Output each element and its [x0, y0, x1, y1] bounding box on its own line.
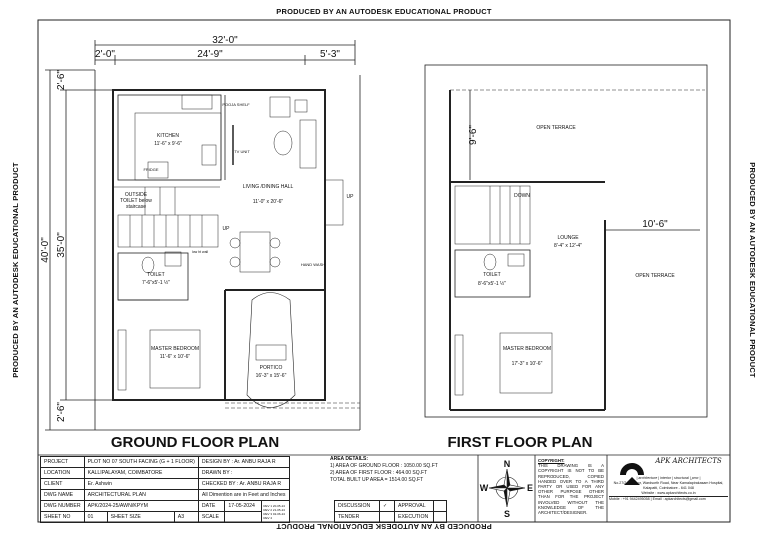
compass-icon	[488, 468, 526, 508]
first-floor-title: FIRST FLOOR PLAN	[448, 434, 593, 451]
label-entry-up: UP	[347, 194, 355, 200]
firm-address: No.27/2, 1st floor, Wardsorth Road, Near…	[613, 481, 724, 490]
location-label: LOCATION	[40, 467, 85, 479]
room-bedroom-ff-size: 17'-3" x 10'-6"	[512, 361, 543, 367]
area-total: TOTAL BUILT UP AREA = 1514.00 SQ.FT	[330, 477, 424, 483]
dim-terrace-depth: 9'-6"	[468, 125, 479, 145]
watermark-top: PRODUCED BY AN AUTODESK EDUCATIONAL PROD…	[276, 7, 492, 16]
room-bedroom-ff-name: MASTER BEDROOM	[503, 346, 551, 352]
copyright-block: COPYRIGHT: THIS DRAWING IS A COPYRIGHT I…	[538, 458, 604, 515]
dim-bottom-setback: 2'-6"	[56, 402, 67, 422]
dim-left: 2'-0"	[95, 49, 115, 60]
room-toilet-name: TOILET	[147, 272, 164, 278]
room-portico-size: 16'-3" x 15'-6"	[256, 373, 287, 379]
room-toilet-ff-name: TOILET	[483, 272, 500, 278]
copyright-title: COPYRIGHT:	[538, 458, 565, 463]
area-title: AREA DETAILS:	[330, 456, 369, 462]
dwg-number-label: DWG NUMBER	[40, 500, 85, 512]
discussion-check-icon: ✓	[379, 500, 395, 512]
room-open-terrace-top: OPEN TERRACE	[536, 125, 576, 131]
title-block-table: PROJECT PLOT NO 07 SOUTH FACING (G + 1 F…	[40, 456, 290, 523]
room-open-terrace-right: OPEN TERRACE	[635, 273, 675, 279]
sheet-size-label: SHEET SIZE	[106, 511, 175, 523]
checked-by: CHECKED BY : Ar. ANBU RAJA R	[197, 478, 290, 490]
dim-terrace-width: 10'-6"	[642, 219, 668, 230]
firm-mobile: Mobile : +91 9442495058	[609, 497, 650, 501]
drawn-by: DRAWN BY :	[197, 467, 290, 479]
approval: APPROVAL	[394, 500, 434, 512]
scale-value	[224, 511, 263, 523]
date-value: 17-05-2024	[224, 500, 263, 512]
sheet-no-label: SHEET NO	[40, 511, 85, 523]
discussion: DISCUSSION	[334, 500, 380, 512]
sheet-size-value: A3	[173, 511, 199, 523]
watermark-right: PRODUCED BY AN AUTODESK EDUCATIONAL PROD…	[748, 162, 757, 378]
dwg-number-value: APK/2024-25/AWN/KPYM	[83, 500, 199, 512]
copyright-text: THIS DRAWING IS A COPYRIGHT IS NOT TO BE…	[538, 463, 604, 516]
label-pooja: POOJA SHELF	[222, 102, 250, 107]
dim-middle: 24'-9"	[197, 49, 223, 60]
tender: TENDER	[334, 511, 380, 523]
firm-logo: APK ARCHITECTS	[655, 457, 722, 465]
room-kitchen-name: KITCHEN	[157, 133, 179, 139]
room-living-name: LIVING /DINING HALL	[243, 184, 294, 190]
room-lounge-size: 8'-4" x 12'-4"	[554, 243, 582, 249]
label-outside-toilet: OUTSIDE TOILET below staircase	[120, 192, 152, 210]
dwg-name-value: ARCHITECTURAL PLAN	[83, 489, 199, 501]
room-portico-name: PORTICO	[260, 365, 283, 371]
watermark-bottom: PRODUCED BY AN AUTODESK EDUCATIONAL PROD…	[276, 522, 492, 531]
room-kitchen-size: 11'-6" x 9'-6"	[154, 141, 182, 147]
dim-total-width: 32'-0"	[212, 35, 238, 46]
compass-e: E	[527, 483, 533, 493]
dim-right: 5'-3"	[320, 49, 340, 60]
area-details: AREA DETAILS: 1) AREA OF GROUND FLOOR : …	[330, 456, 438, 484]
scale-label: SCALE	[197, 511, 226, 523]
area-ground: 1) AREA OF GROUND FLOOR : 1050.00 SQ.FT	[330, 463, 438, 469]
project-value: PLOT NO 07 SOUTH FACING (G + 1 FLOOR)	[83, 456, 199, 468]
area-first: 2) AREA OF FIRST FLOOR : 464.00 SQ.FT	[330, 470, 428, 476]
client-label: CLIENT	[40, 478, 85, 490]
revisions: REV 1 20-05-24 REV 2 21-05-24 REV 3 02-0…	[261, 500, 290, 523]
firm-block: APK ARCHITECTS | architecture | interior…	[609, 456, 728, 502]
room-toilet-size: 7'-6"x5'-1 ½"	[142, 279, 170, 286]
dimension-note: All Dimention are in Feet and Inches	[197, 489, 290, 501]
dim-total-depth: 40'-0"	[40, 237, 51, 263]
compass-s: S	[504, 509, 510, 519]
compass-w: W	[480, 483, 489, 493]
firm-website: Website : www.apkarchitects.co.in	[641, 491, 696, 495]
room-bedroom-size: 11'-6" x 10'-6"	[160, 354, 191, 360]
firm-email: Email : apkarchitects@gmail.com	[652, 497, 706, 501]
dwg-name-label: DWG NAME	[40, 489, 85, 501]
client-value: Er. Ashwin	[83, 478, 199, 490]
firm-tagline: | architecture | interior | structural |…	[636, 476, 701, 480]
status-table: DISCUSSION ✓ APPROVAL TENDER EXECUTION	[334, 500, 447, 523]
execution: EXECUTION	[394, 511, 434, 523]
label-hand-wash: HAND WASH	[301, 262, 325, 267]
label-stair-up: UP	[223, 226, 231, 232]
label-fridge: FRIDGE	[143, 167, 158, 172]
room-lounge-name: LOUNGE	[557, 235, 579, 241]
project-label: PROJECT	[40, 456, 85, 468]
room-living-size: 11'-0" x 20'-6"	[253, 199, 284, 205]
ground-floor-plan	[45, 40, 361, 431]
label-down: DOWN	[514, 193, 530, 199]
compass-n: N	[504, 459, 511, 469]
apk-logo-icon	[620, 463, 644, 485]
room-bedroom-name: MASTER BEDROOM	[151, 346, 199, 352]
first-floor-plan	[424, 64, 708, 418]
dim-top-setback: 2'-6"	[56, 70, 67, 90]
label-tv: TV UNIT	[234, 149, 250, 154]
room-toilet-ff-size: 8'-6"x5'-1 ½"	[478, 280, 506, 287]
ground-floor-title: GROUND FLOOR PLAN	[111, 434, 279, 451]
location-value: KALLIPALAYAM, COIMBATORE	[83, 467, 199, 479]
design-by: DESIGN BY : Ar. ANBU RAJA R	[197, 456, 290, 468]
label-low-wall: low ht wall	[192, 250, 208, 254]
dim-building-depth: 35'-0"	[56, 232, 67, 258]
sheet-no-value: 01	[83, 511, 108, 523]
date-label: DATE	[197, 500, 226, 512]
watermark-left: PRODUCED BY AN AUTODESK EDUCATIONAL PROD…	[11, 162, 20, 378]
